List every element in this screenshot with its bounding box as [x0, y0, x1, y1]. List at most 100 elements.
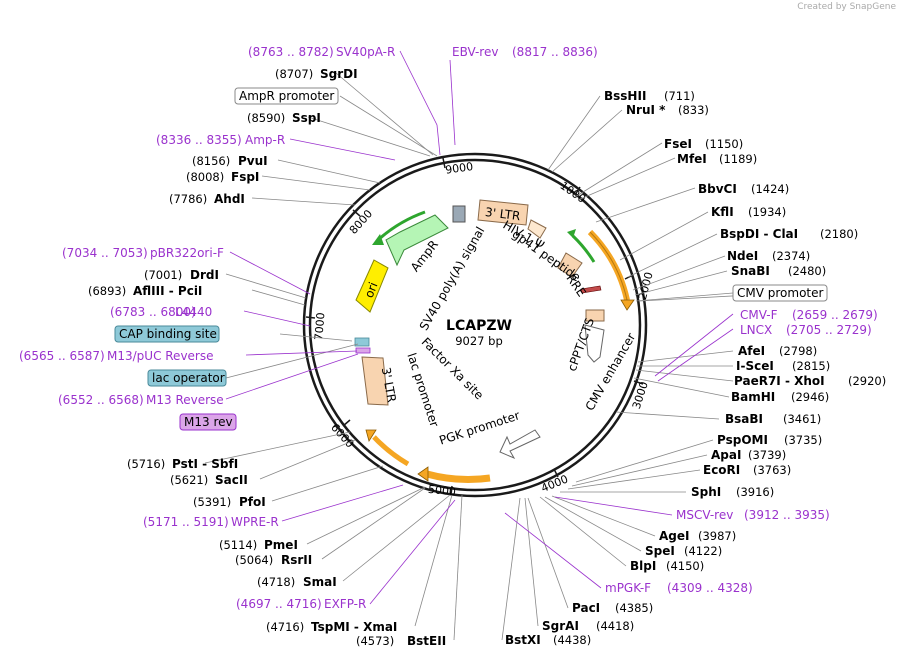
- primer-range: (8763 .. 8782): [248, 45, 334, 59]
- ltr-top-tip: [527, 219, 547, 239]
- ori-label: ori: [362, 280, 381, 300]
- lower-left-arc: [372, 435, 410, 467]
- enzyme-pos: (3735): [784, 433, 822, 447]
- primer-label: CMV-F: [740, 308, 778, 322]
- enzyme-pos: (3916): [736, 485, 774, 499]
- primer-label: L4440: [175, 305, 212, 319]
- primer-range: (2705 .. 2729): [786, 323, 872, 337]
- enzyme-label: BspDI - ClaI: [720, 227, 798, 241]
- enzyme-label: I-SceI: [736, 359, 774, 373]
- cppt-box: [585, 309, 605, 322]
- cap-site-box: [114, 325, 220, 343]
- enzyme-label: PvuI: [238, 154, 268, 168]
- enzyme-pos: (2180): [820, 227, 858, 241]
- primer-range: (2659 .. 2679): [792, 308, 878, 322]
- primer-label: mPGK-F: [605, 581, 651, 595]
- ampr-arrow: [385, 214, 449, 267]
- enzyme-pos: (7001): [144, 268, 182, 282]
- enzyme-pos: (6893): [88, 284, 126, 298]
- primer-label: EXFP-R: [324, 597, 366, 611]
- m13-mini: [355, 347, 371, 354]
- enzyme-label: FseI: [664, 137, 692, 151]
- enzyme-pos: (833): [678, 103, 709, 117]
- ampr-promoter-box: [234, 87, 339, 105]
- m13-rev-label: M13 rev: [184, 415, 233, 429]
- enzyme-pos: (5621): [170, 473, 208, 487]
- primer-label: WPRE-R: [231, 515, 279, 529]
- enzyme-pos: (4716): [266, 620, 304, 634]
- enzyme-pos: (4438): [553, 633, 591, 647]
- ltr-bottom-label: 3' LTR: [379, 366, 399, 403]
- enzyme-label: ApaI: [711, 448, 741, 462]
- enzyme-label: SgrDI: [320, 67, 358, 81]
- enzyme-label: PfoI: [239, 495, 266, 509]
- primer-range: (6552 .. 6568): [58, 393, 144, 407]
- primer-range: (5171 .. 5191): [143, 515, 229, 529]
- tick-label-7000: 7000: [312, 312, 327, 341]
- enzyme-label: RsrII: [281, 553, 312, 567]
- primer-range: (7034 .. 7053): [62, 246, 148, 260]
- tick-label-9000: 9000: [444, 160, 474, 177]
- red-small-feature: [580, 285, 602, 294]
- enzyme-label: NruI *: [626, 103, 666, 117]
- plasmid-name: LCAPZW: [446, 318, 512, 334]
- lac-operator-mini: [354, 337, 370, 347]
- enzyme-pos: (2480): [788, 264, 826, 278]
- primer-range: (6565 .. 6587): [19, 349, 105, 363]
- enzyme-label: PstI - SbfI: [172, 457, 238, 471]
- lac-promoter-label: lac promoter: [404, 351, 441, 428]
- enzyme-label: PacI: [572, 601, 600, 615]
- outer-features: [365, 210, 635, 483]
- enzyme-label: NdeI: [727, 249, 758, 263]
- enzyme-label: BamHI: [731, 390, 775, 404]
- m13-rev-box: [179, 413, 237, 431]
- cmv-promoter-box: [732, 284, 828, 302]
- primer-label: EBV-rev: [452, 45, 498, 59]
- primer-label: M13/pUC Reverse: [107, 349, 214, 363]
- enzyme-label: FspI: [231, 170, 259, 184]
- enzyme-pos: (8156): [192, 154, 230, 168]
- enzyme-pos: (4150): [666, 559, 704, 573]
- enzyme-pos: (3987): [698, 529, 736, 543]
- enzyme-pos: (3763): [753, 463, 791, 477]
- enzyme-pos: (4573): [356, 634, 394, 648]
- enzyme-label: DrdI: [190, 268, 219, 282]
- enzyme-label: MfeI: [677, 152, 707, 166]
- primer-range: (3912 .. 3935): [744, 508, 830, 522]
- enzyme-label: SpeI: [645, 544, 675, 558]
- right-enzyme-labels: BssHII (711) NruI * (833) FseI (1150) Mf…: [505, 89, 886, 647]
- enzyme-pos: (2798): [779, 344, 817, 358]
- enzyme-label: BstEII: [407, 634, 446, 648]
- enzyme-label: AfeI: [738, 344, 765, 358]
- primer-label: pBR322ori-F: [150, 246, 224, 260]
- enzyme-label: PaeR7I - XhoI: [734, 374, 825, 388]
- green-arc-left-head: [372, 234, 384, 245]
- enzyme-pos: (1424): [751, 182, 789, 196]
- green-arc-right: [571, 234, 596, 263]
- enzyme-label: SmaI: [303, 575, 337, 589]
- enzyme-label: SphI: [691, 485, 721, 499]
- plasmid-length: 9027 bp: [455, 334, 503, 348]
- enzyme-label: EcoRI: [703, 463, 740, 477]
- primer-range: (8336 .. 8355): [156, 133, 242, 147]
- snapgene-credit: Created by SnapGene: [797, 2, 896, 12]
- enzyme-pos: (1189): [719, 152, 757, 166]
- primer-labels: (8763 .. 8782) SV40pA-R EBV-rev (8817 ..…: [19, 45, 878, 611]
- enzyme-label: BstXI: [505, 633, 541, 647]
- tick-label-8000: 8000: [347, 207, 375, 237]
- enzyme-label: SacII: [215, 473, 248, 487]
- primer-range: (4697 .. 4716): [236, 597, 322, 611]
- wpre-arc: [426, 470, 491, 483]
- enzyme-pos: (1150): [705, 137, 743, 151]
- enzyme-label: AflIII - PciI: [133, 284, 202, 298]
- primer-range: (8817 .. 8836): [512, 45, 598, 59]
- enzyme-label: AhdI: [214, 192, 245, 206]
- enzyme-pos: (711): [664, 89, 695, 103]
- pgk-promoter-arrow: [499, 429, 541, 460]
- enzyme-label: KflI: [711, 205, 734, 219]
- ltr-bottom-box: [361, 356, 389, 406]
- lac-operator-label: lac operator: [152, 371, 225, 385]
- primer-connectors: [225, 50, 734, 605]
- enzyme-pos: (4718): [257, 575, 295, 589]
